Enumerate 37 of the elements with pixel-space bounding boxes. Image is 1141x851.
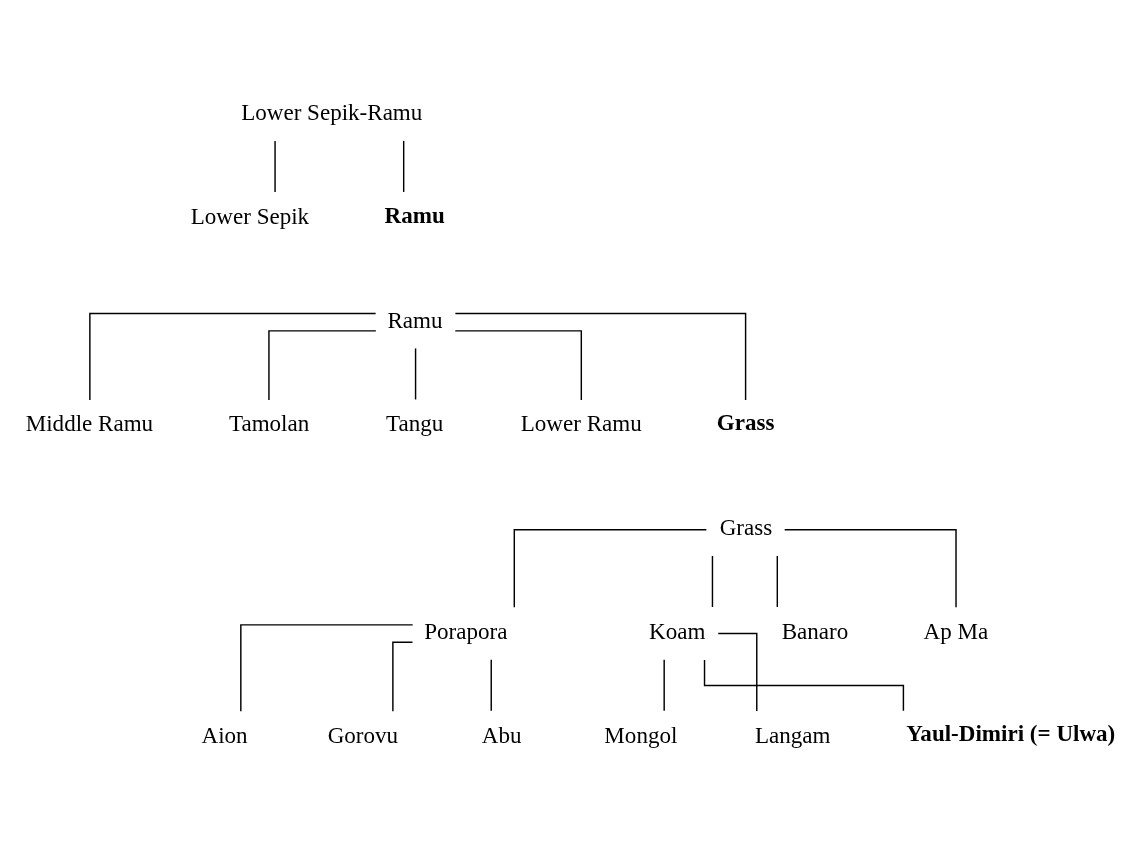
connector (703, 658, 905, 711)
connector (454, 329, 583, 401)
node-text: Lower Sepik-Ramu (241, 98, 423, 125)
connector (274, 139, 276, 193)
connector (454, 312, 747, 401)
node-text: Ap Ma (923, 617, 989, 644)
connector (783, 528, 957, 608)
node-text: Koam (649, 617, 706, 644)
connector (663, 658, 665, 711)
node-text: Middle Ramu (25, 409, 154, 436)
connector (240, 623, 414, 712)
node-text: Banaro (781, 617, 849, 644)
node-text: Tangu (386, 409, 444, 436)
connector (392, 640, 414, 712)
connector (776, 554, 779, 608)
node-text: Lower Ramu (520, 409, 642, 436)
connector (414, 347, 417, 400)
connector (268, 329, 377, 401)
node-text: Lower Sepik (190, 202, 310, 229)
node-text: Yaul-Dimiri (= Ulwa) (906, 719, 1116, 746)
node-text: Ramu (387, 306, 443, 333)
node-text: Grass (716, 408, 775, 435)
connector (402, 139, 405, 193)
connector (490, 658, 492, 711)
connector (89, 312, 377, 401)
connector (717, 632, 758, 712)
node-text: Abu (481, 721, 522, 748)
node-text: Gorovu (327, 721, 399, 748)
node-text: Grass (719, 513, 773, 540)
node-text: Mongol (604, 721, 678, 748)
connector (513, 528, 708, 608)
connector (711, 554, 714, 608)
node-text: Porapora (424, 617, 508, 644)
node-text: Tamolan (228, 409, 310, 436)
node-text: Ramu (384, 201, 445, 228)
node-text: Langam (754, 721, 831, 748)
node-text: Aion (201, 721, 248, 748)
